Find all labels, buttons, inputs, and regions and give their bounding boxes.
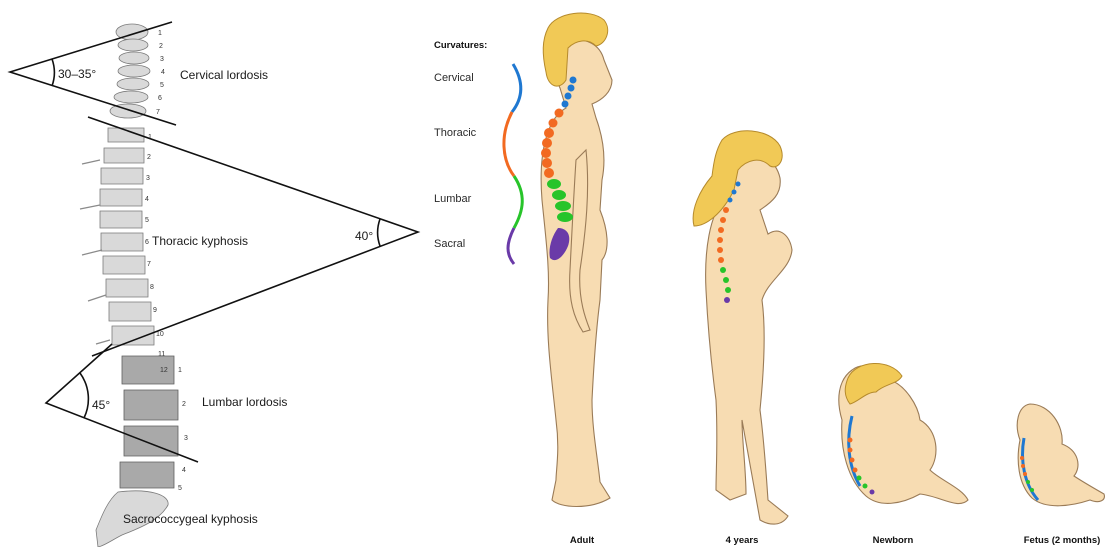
child-figure (693, 131, 792, 524)
thoracic-angle-label: 40° (355, 229, 373, 243)
legend-lumbar: Lumbar (434, 193, 472, 205)
caption-4-years: 4 years (726, 535, 759, 546)
c-num: 2 (159, 43, 163, 50)
t-num: 9 (153, 307, 157, 314)
lumbar-angle-label: 45° (92, 398, 110, 412)
legend-cervical: Cervical (434, 72, 474, 84)
t-num: 12 (160, 367, 168, 374)
cervical-angle-arc (52, 59, 54, 86)
l-num: 1 (178, 367, 182, 374)
newborn-figure (839, 363, 968, 503)
l-num: 3 (184, 435, 188, 442)
fetus-figure (1017, 404, 1104, 506)
t-num: 11 (158, 351, 165, 358)
legend-title: Curvatures: (434, 40, 487, 51)
c-num: 7 (156, 109, 160, 116)
thoracic-vertebrae (80, 128, 154, 345)
cervical-vertebrae (110, 24, 150, 118)
lumbar-angle-arc (80, 373, 88, 418)
t-num: 2 (147, 154, 151, 161)
caption-adult: Adult (570, 535, 595, 546)
caption-fetus: Fetus (2 months) (1024, 535, 1101, 546)
t-num: 7 (147, 261, 151, 268)
lumbar-lordosis-label: Lumbar lordosis (202, 395, 287, 409)
legend-curve-thoracic (504, 112, 514, 176)
lumbar-numbers: 1 2 3 4 5 (178, 367, 188, 492)
legend-curve-lumbar (514, 176, 522, 228)
cervical-lordosis-label: Cervical lordosis (180, 68, 268, 82)
t-num: 5 (145, 217, 149, 224)
lumbar-vertebrae (120, 356, 178, 488)
sacrococcygeal-kyphosis-label: Sacrococcygeal kyphosis (123, 512, 258, 526)
t-num: 3 (146, 175, 150, 182)
c-num: 6 (158, 95, 162, 102)
t-num: 4 (145, 196, 149, 203)
l-num: 4 (182, 467, 186, 474)
thoracic-angle-arc (378, 219, 380, 246)
legend-curve-cervical (512, 64, 521, 112)
curvature-legend: Cervical Thoracic Lumbar Sacral (434, 64, 522, 264)
c-num: 4 (161, 69, 165, 76)
c-num: 5 (160, 82, 164, 89)
c-num: 1 (158, 30, 162, 37)
l-num: 2 (182, 401, 186, 408)
thoracic-kyphosis-label: Thoracic kyphosis (152, 234, 248, 248)
legend-sacral: Sacral (434, 238, 465, 250)
t-num: 6 (145, 239, 149, 246)
cervical-numbers: 1 2 3 4 5 6 7 (156, 30, 165, 116)
adult-figure (541, 13, 612, 506)
c-num: 3 (160, 56, 164, 63)
t-num: 8 (150, 284, 154, 291)
legend-curve-sacral (508, 228, 514, 264)
l-num: 5 (178, 485, 182, 492)
legend-thoracic: Thoracic (434, 127, 477, 139)
cervical-angle-label: 30–35° (58, 67, 96, 81)
spine-illustration: 1 2 3 4 5 6 7 1 2 3 4 5 6 7 8 9 10 11 12… (80, 24, 188, 547)
caption-newborn: Newborn (873, 535, 914, 546)
